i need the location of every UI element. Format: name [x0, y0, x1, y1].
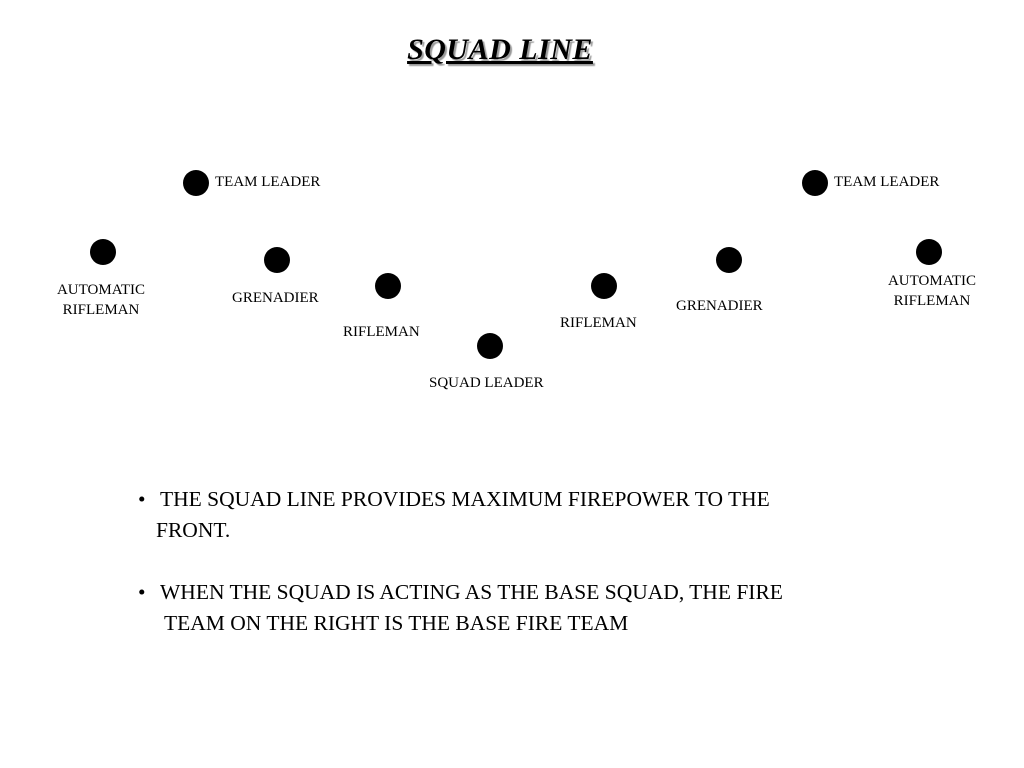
note-item-1: • THE SQUAD LINE PROVIDES MAXIMUM FIREPO… — [138, 484, 918, 546]
note-item-2: • WHEN THE SQUAD IS ACTING AS THE BASE S… — [138, 577, 918, 639]
automatic-rifleman-right-marker — [916, 239, 942, 265]
team-leader-right-label: TEAM LEADER — [834, 174, 940, 190]
automatic-rifleman-left-line1: AUTOMATIC — [56, 282, 146, 298]
automatic-rifleman-right-line2: RIFLEMAN — [893, 293, 971, 309]
note-2-line-1: WHEN THE SQUAD IS ACTING AS THE BASE SQU… — [160, 580, 783, 604]
team-leader-right-marker — [802, 170, 828, 196]
automatic-rifleman-right-label: AUTOMATIC RIFLEMAN — [888, 271, 976, 311]
automatic-rifleman-left-line2: RIFLEMAN — [62, 302, 140, 318]
note-1-line-1: THE SQUAD LINE PROVIDES MAXIMUM FIREPOWE… — [160, 487, 770, 511]
team-leader-left-label: TEAM LEADER — [215, 174, 321, 190]
grenadier-right-marker — [716, 247, 742, 273]
bullet-mark: • — [138, 580, 146, 604]
automatic-rifleman-left-marker — [90, 239, 116, 265]
notes-list: • THE SQUAD LINE PROVIDES MAXIMUM FIREPO… — [138, 484, 918, 670]
rifleman-right-label: RIFLEMAN — [560, 315, 637, 331]
grenadier-left-label: GRENADIER — [232, 290, 319, 306]
grenadier-right-label: GRENADIER — [676, 298, 763, 314]
rifleman-right-marker — [591, 273, 617, 299]
note-2-line-2: TEAM ON THE RIGHT IS THE BASE FIRE TEAM — [164, 611, 629, 635]
bullet-mark: • — [138, 487, 146, 511]
note-1-line-2: FRONT. — [156, 518, 231, 542]
rifleman-left-marker — [375, 273, 401, 299]
page-title: SQUAD LINE — [407, 33, 593, 66]
squad-leader-marker — [477, 333, 503, 359]
rifleman-left-label: RIFLEMAN — [343, 324, 420, 340]
automatic-rifleman-right-line1: AUTOMATIC — [887, 273, 977, 289]
grenadier-left-marker — [264, 247, 290, 273]
automatic-rifleman-left-label: AUTOMATIC RIFLEMAN — [57, 280, 145, 320]
team-leader-left-marker — [183, 170, 209, 196]
squad-leader-label: SQUAD LEADER — [429, 375, 544, 391]
